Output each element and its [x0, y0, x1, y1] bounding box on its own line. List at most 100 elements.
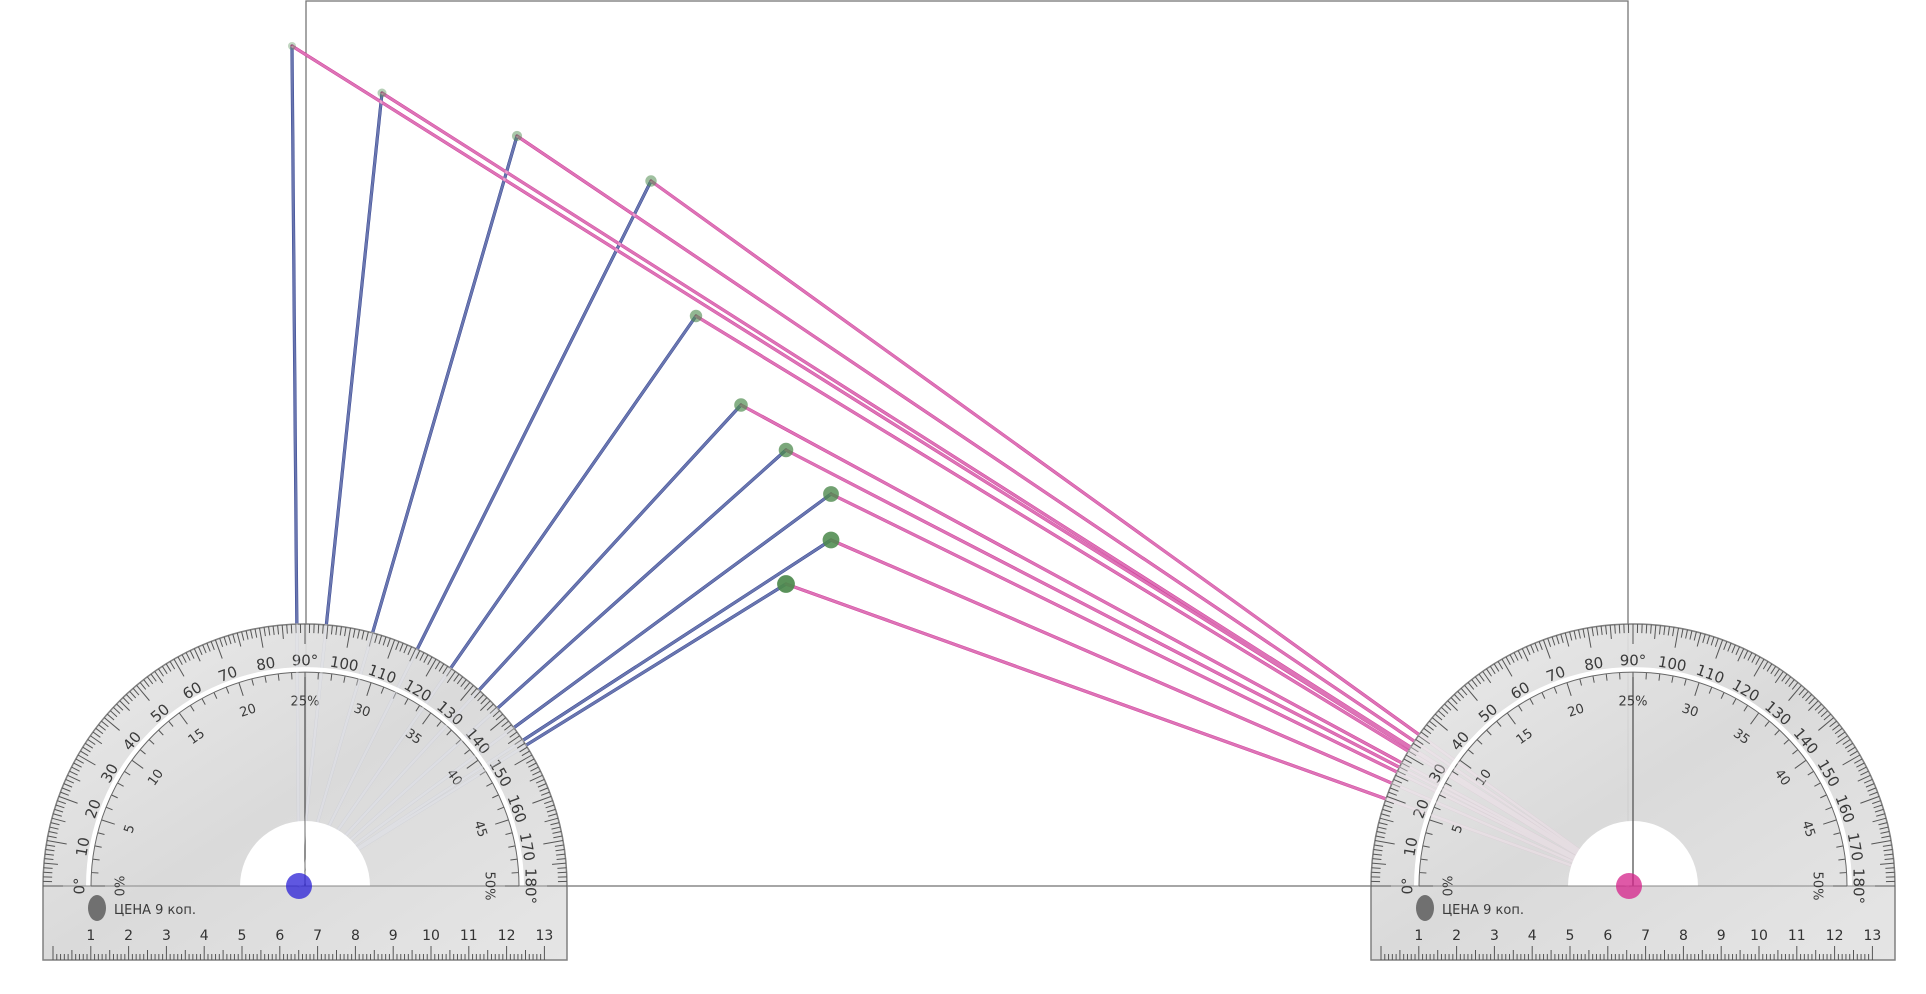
inner-tick	[510, 858, 518, 861]
outer-tick	[1766, 663, 1773, 672]
left-ray-overlay-8	[298, 492, 832, 888]
outer-tick	[489, 706, 497, 714]
outer-tick	[1379, 817, 1394, 823]
outer-tick	[1418, 735, 1431, 745]
inner-tick	[1708, 686, 1713, 694]
outer-tick	[177, 656, 183, 665]
outer-tick	[1408, 750, 1417, 757]
outer-tick	[1808, 700, 1819, 711]
inner-tick	[178, 712, 188, 725]
outer-tick	[45, 849, 55, 852]
outer-degree-label: 80	[1583, 653, 1605, 674]
outer-degree-label: 170	[1844, 831, 1867, 862]
ruler-label: 9	[389, 928, 398, 944]
outer-tick	[1547, 638, 1552, 647]
inner-tick	[1439, 794, 1446, 799]
outer-degree-label: 20	[81, 797, 104, 821]
right-pivot-dot[interactable]	[1616, 873, 1642, 899]
left-pivot-dot[interactable]	[286, 873, 312, 899]
outer-tick	[361, 630, 365, 640]
outer-tick	[551, 826, 561, 830]
outer-tick	[1680, 628, 1684, 638]
outer-tick	[446, 671, 456, 684]
outer-degree-label: 100	[1657, 653, 1688, 676]
outer-tick	[1431, 717, 1448, 731]
outer-tick	[1829, 720, 1837, 728]
outer-tick	[1441, 706, 1449, 714]
outer-tick	[501, 720, 509, 728]
point-marker-8[interactable]	[823, 486, 839, 502]
right-ray-overlay-1	[291, 44, 1630, 888]
outer-tick	[1460, 687, 1468, 696]
outer-tick	[268, 626, 271, 636]
outer-tick	[1723, 641, 1728, 650]
outer-tick	[1847, 746, 1856, 753]
outer-tick	[1596, 626, 1599, 636]
outer-tick	[219, 638, 224, 647]
outer-tick	[1715, 639, 1724, 659]
point-marker-7[interactable]	[778, 442, 794, 458]
outer-tick	[161, 665, 168, 675]
outer-tick	[556, 858, 566, 861]
inner-percent-label: 20	[1566, 701, 1586, 720]
inner-tick	[343, 675, 346, 683]
outer-tick	[1453, 694, 1461, 702]
outer-tick	[1737, 648, 1745, 662]
outer-tick	[423, 654, 429, 663]
point-marker-1[interactable]	[288, 42, 296, 50]
outer-tick	[543, 840, 564, 845]
outer-tick	[1397, 770, 1406, 776]
outer-tick	[1385, 800, 1394, 805]
outer-tick	[1808, 697, 1816, 705]
inner-tick	[1814, 782, 1821, 787]
left-ray-overlay-7	[298, 449, 787, 887]
outer-tick	[119, 700, 130, 711]
outer-tick	[1564, 632, 1570, 647]
outer-tick	[1727, 642, 1732, 652]
inner-tick	[213, 692, 218, 699]
outer-tick	[43, 867, 53, 869]
outer-tick	[532, 770, 541, 776]
outer-tick	[1781, 673, 1788, 682]
outer-tick	[438, 663, 445, 672]
outer-tick	[106, 713, 115, 721]
outer-tick	[1743, 650, 1749, 659]
point-marker-9[interactable]	[822, 531, 840, 549]
point-marker-2[interactable]	[377, 88, 387, 98]
inner-tick	[508, 845, 516, 848]
outer-tick	[507, 735, 520, 745]
outer-tick	[1410, 746, 1419, 753]
outer-tick	[335, 625, 338, 635]
ruler-label: 1	[86, 928, 95, 944]
ruler-label: 11	[460, 928, 478, 944]
inner-percent-label: 0%	[114, 876, 129, 897]
point-markers	[288, 42, 840, 593]
outer-tick	[504, 724, 512, 731]
point-marker-4[interactable]	[645, 175, 657, 187]
ruler-label: 12	[1826, 928, 1844, 944]
inner-percent-label: 30	[1680, 701, 1700, 720]
ruler-label: 13	[1863, 928, 1881, 944]
right-ray-overlay-6	[740, 403, 1630, 888]
point-marker-10[interactable]	[777, 575, 795, 593]
inner-tick	[1422, 845, 1430, 848]
inner-tick	[1605, 673, 1608, 681]
point-marker-3[interactable]	[511, 130, 523, 142]
outer-degree-label: 90°	[292, 652, 319, 670]
outer-degree-label: 180°	[522, 868, 540, 904]
outer-tick	[101, 720, 109, 728]
outer-tick	[61, 787, 71, 792]
inner-tick	[1496, 720, 1502, 727]
inner-tick	[1429, 819, 1443, 825]
right-ray-overlay-7	[785, 448, 1630, 888]
point-marker-6[interactable]	[734, 398, 748, 412]
outer-tick	[1391, 783, 1401, 788]
ruler-label: 3	[162, 928, 171, 944]
outer-tick	[514, 754, 533, 766]
outer-tick	[1509, 654, 1515, 663]
point-marker-5[interactable]	[689, 309, 703, 323]
ruler-label: 8	[1679, 928, 1688, 944]
inner-percent-label: 25%	[1619, 695, 1648, 710]
